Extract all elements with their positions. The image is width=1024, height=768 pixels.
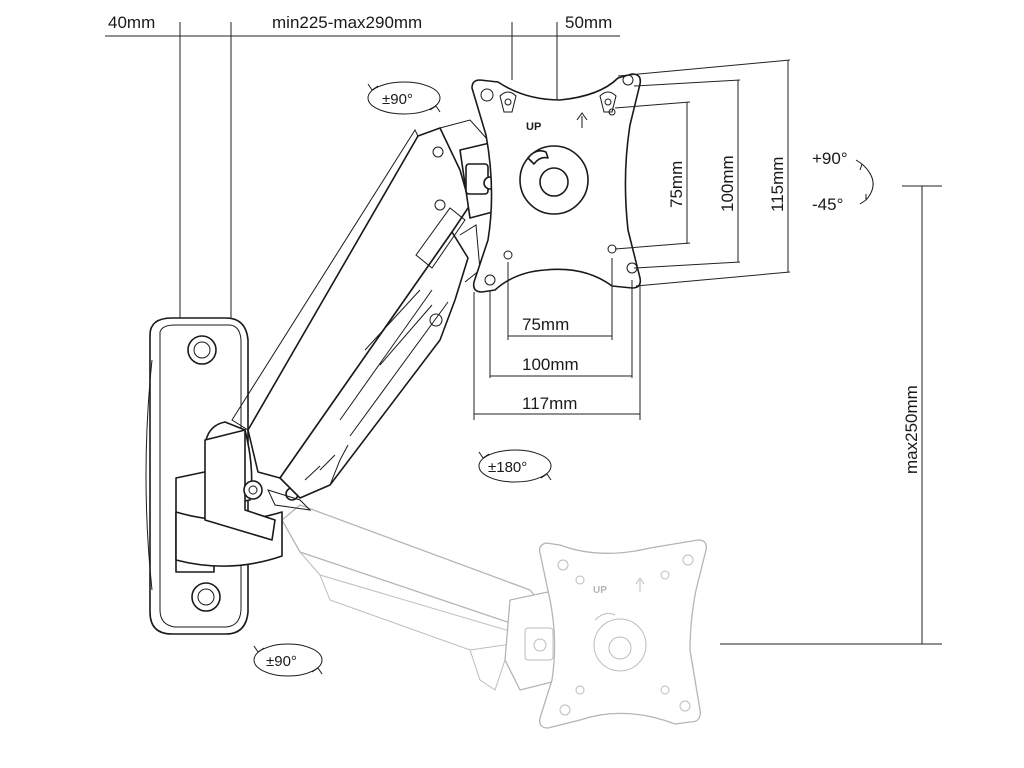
ghost-arm-lowered [281,504,561,691]
label-plate-w-117: 117mm [522,394,577,413]
label-wall-offset: 40mm [108,13,155,32]
ghost-up-label: UP [593,585,607,596]
label-tilt-down: -45° [812,195,843,214]
label-height-travel: max250mm [902,385,921,474]
plate-up-label: UP [526,121,541,133]
label-plate-h-115: 115mm [768,157,787,212]
label-vesa-v-75: 75mm [667,161,686,208]
label-plate-swivel: ±90° [382,91,413,108]
label-vesa-h-75: 75mm [522,315,569,334]
label-arm-swivel: ±180° [488,459,527,476]
label-vesa-h-100: 100mm [522,355,579,374]
vesa-plate: UP [471,73,642,293]
label-plate-offset: 50mm [565,13,612,32]
label-base-swivel: ±90° [266,653,297,670]
ghost-vesa-plate: UP [538,539,707,729]
rotation-arrows [253,81,874,677]
label-tilt-up: +90° [812,149,848,168]
dimension-labels: 40mm min225-max290mm 50mm 75mm 100mm 117… [108,13,921,474]
dimension-lines [105,22,942,645]
label-arm-reach: min225-max290mm [272,13,422,32]
label-vesa-v-100: 100mm [718,155,737,212]
rotation-labels: ±90° ±180° ±90° +90° -45° [266,91,848,670]
gas-spring-arm [231,119,501,511]
